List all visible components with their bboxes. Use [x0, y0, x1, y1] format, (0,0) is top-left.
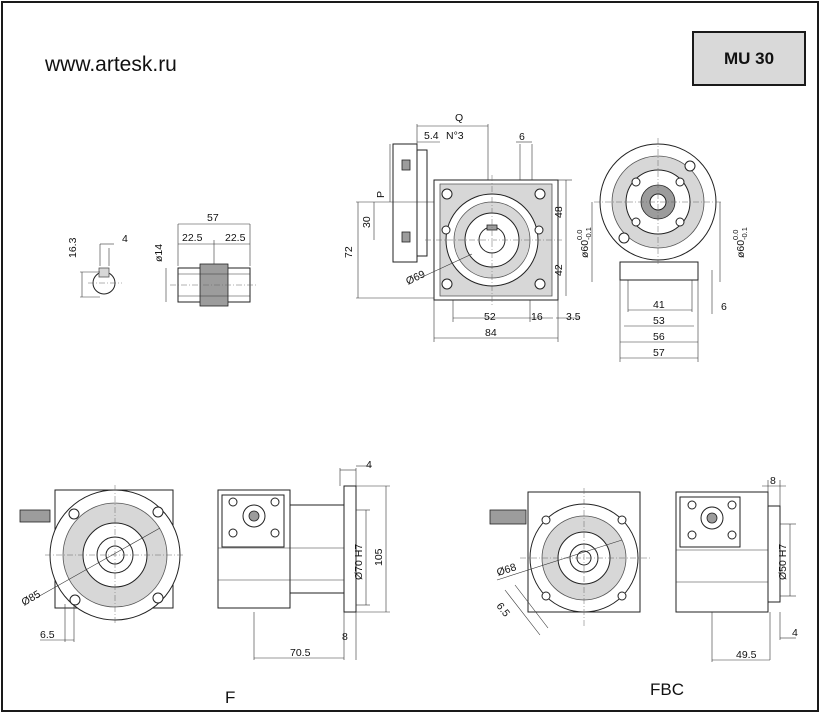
dim-70-5: 70.5 [290, 647, 311, 659]
dim-6-5-f: 6.5 [40, 629, 55, 641]
dim-105: 105 [373, 548, 385, 566]
model-label: MU 30 [723, 48, 775, 68]
dim-50h7: Ø50 H7 [777, 544, 789, 580]
f-flange-side-view [217, 465, 390, 660]
dim-16-3: 16.3 [67, 237, 79, 258]
dim-4-fbc: 4 [792, 627, 798, 639]
dim-5-4: 5.4 [424, 130, 439, 142]
dim-16: 16 [531, 311, 543, 323]
gearbox-side-view [591, 138, 722, 362]
shaft-keyway-section [80, 243, 122, 298]
dim-70h7: Ø70 H7 [353, 544, 365, 580]
dim-85: Ø85 [20, 588, 43, 608]
dim-57-flange: 57 [653, 347, 665, 359]
variant-label-fbc: FBC [650, 680, 684, 699]
dim-n3: N°3 [446, 130, 464, 142]
dim-14: ø14 [153, 244, 165, 262]
dim-52: 52 [484, 311, 496, 323]
dim-30: 30 [361, 216, 373, 228]
fbc-flange-front-view [489, 488, 650, 636]
website-label: www.artesk.ru [45, 53, 177, 76]
dim-69: Ø69 [404, 268, 427, 288]
dim-3-5: 3.5 [566, 311, 581, 323]
dim-22-5-a: 22.5 [182, 232, 203, 244]
dim-60-left-tol-lower: -0.1 [584, 227, 593, 240]
dim-48: 48 [553, 206, 565, 218]
dim-53: 53 [653, 315, 665, 327]
dim-4-key: 4 [122, 233, 128, 245]
dim-6-5-fbc: 6.5 [494, 600, 513, 619]
dim-72: 72 [343, 246, 355, 258]
dim-84: 84 [485, 327, 497, 339]
dim-6-flange: 6 [721, 301, 727, 313]
shaft-side-view [165, 223, 258, 307]
dim-8-f: 8 [342, 631, 348, 643]
dim-p: P [375, 191, 387, 198]
fbc-flange-side-view [675, 480, 796, 662]
dim-57-shaft: 57 [207, 212, 219, 224]
dim-56: 56 [653, 331, 665, 343]
gearbox-front-view [356, 124, 580, 342]
dim-60-left-tol-upper: 0.0 [575, 230, 584, 240]
dim-68: Ø68 [495, 561, 518, 579]
dim-60-right: ø60 [735, 240, 747, 258]
dim-49-5: 49.5 [736, 649, 757, 661]
model-title-box: MU 30 [692, 31, 806, 86]
dim-6-top: 6 [519, 131, 525, 143]
dim-8-fbc: 8 [770, 475, 776, 487]
dim-22-5-b: 22.5 [225, 232, 246, 244]
dim-41: 41 [653, 299, 665, 311]
dim-60-left: ø60 [579, 240, 591, 258]
dim-60-right-tol-upper: 0.0 [731, 230, 740, 240]
dim-60-right-tol-lower: -0.1 [740, 227, 749, 240]
dim-4-f: 4 [366, 459, 372, 471]
dim-q: Q [455, 112, 463, 124]
dim-42: 42 [553, 264, 565, 276]
f-flange-front-view [19, 485, 185, 642]
variant-label-f: F [225, 688, 236, 707]
